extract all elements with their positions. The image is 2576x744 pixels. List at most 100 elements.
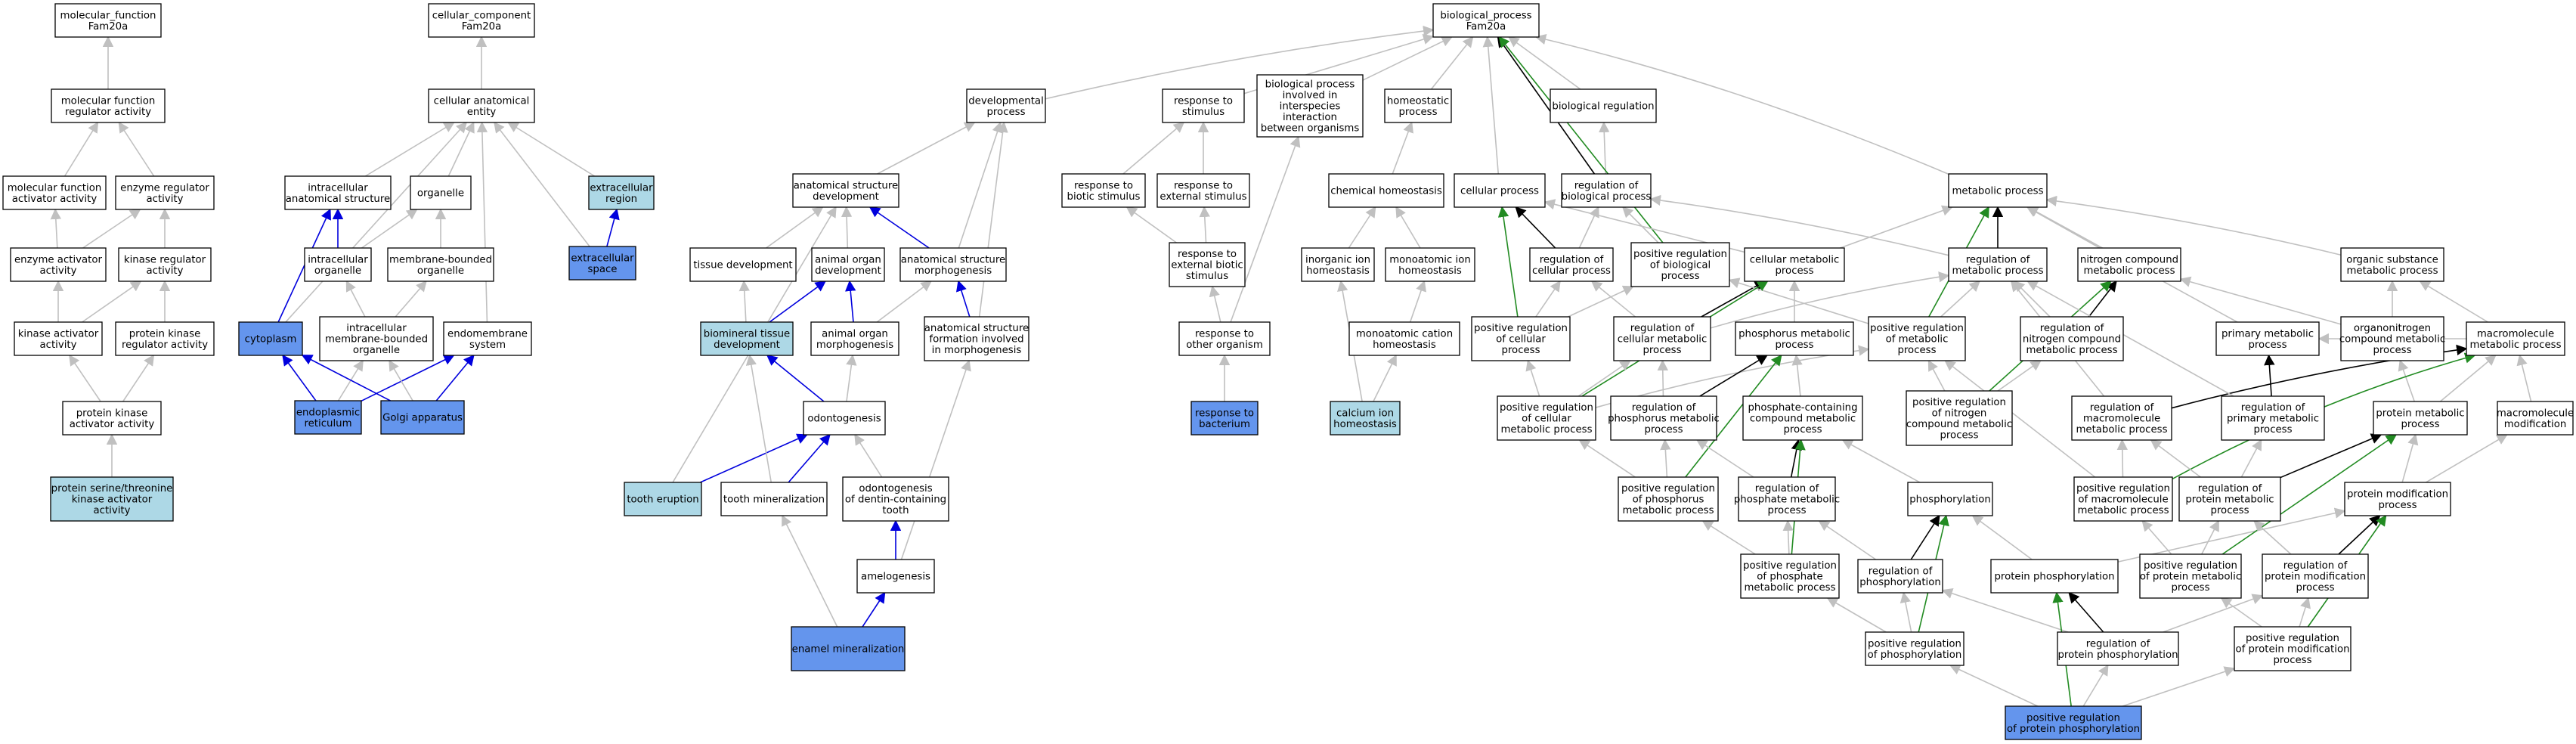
go-term-node-organelle[interactable]: organelle bbox=[410, 175, 472, 210]
go-term-node-enamel[interactable]: enamel mineralization bbox=[791, 626, 906, 671]
go-term-node-cell-proc[interactable]: cellular process bbox=[1454, 173, 1546, 208]
go-term-node-odonto[interactable]: odontogenesis bbox=[803, 401, 886, 436]
go-term-node-chem-homeo[interactable]: chemical homeostasis bbox=[1328, 173, 1444, 208]
go-term-node-metab[interactable]: metabolic process bbox=[1948, 173, 2048, 208]
go-term-node-tissue-dev[interactable]: tissue development bbox=[689, 247, 797, 282]
go-term-node-phosphorylation[interactable]: phosphorylation bbox=[1907, 482, 1993, 516]
go-term-node-bio-reg[interactable]: biological regulation bbox=[1550, 88, 1657, 123]
node-label-line: macromolecule bbox=[2477, 328, 2554, 339]
node-box bbox=[1454, 173, 1546, 208]
node-label-line: primary metabolic bbox=[2227, 414, 2319, 425]
go-term-node-golgi[interactable]: Golgi apparatus bbox=[380, 400, 465, 435]
edge-is-a-endomem-to-cae bbox=[476, 121, 488, 323]
node-label-line: protein modification bbox=[2265, 572, 2366, 583]
node-label-line: tissue development bbox=[693, 260, 792, 271]
go-term-node-amelo[interactable]: amelogenesis bbox=[856, 559, 935, 594]
edge-is-a-resp-other-to-resp-ext-biotic bbox=[1209, 285, 1221, 323]
go-term-node-prot-phosph[interactable]: protein phosphorylation bbox=[1990, 559, 2119, 594]
go-term-node-cytoplasm[interactable]: cytoplasm bbox=[238, 321, 303, 356]
go-term-node-tooth-min[interactable]: tooth mineralization bbox=[720, 482, 828, 516]
node-label-line: cellular metabolic bbox=[1618, 334, 1708, 346]
go-term-node-tooth-erupt[interactable]: tooth eruption bbox=[624, 482, 702, 516]
